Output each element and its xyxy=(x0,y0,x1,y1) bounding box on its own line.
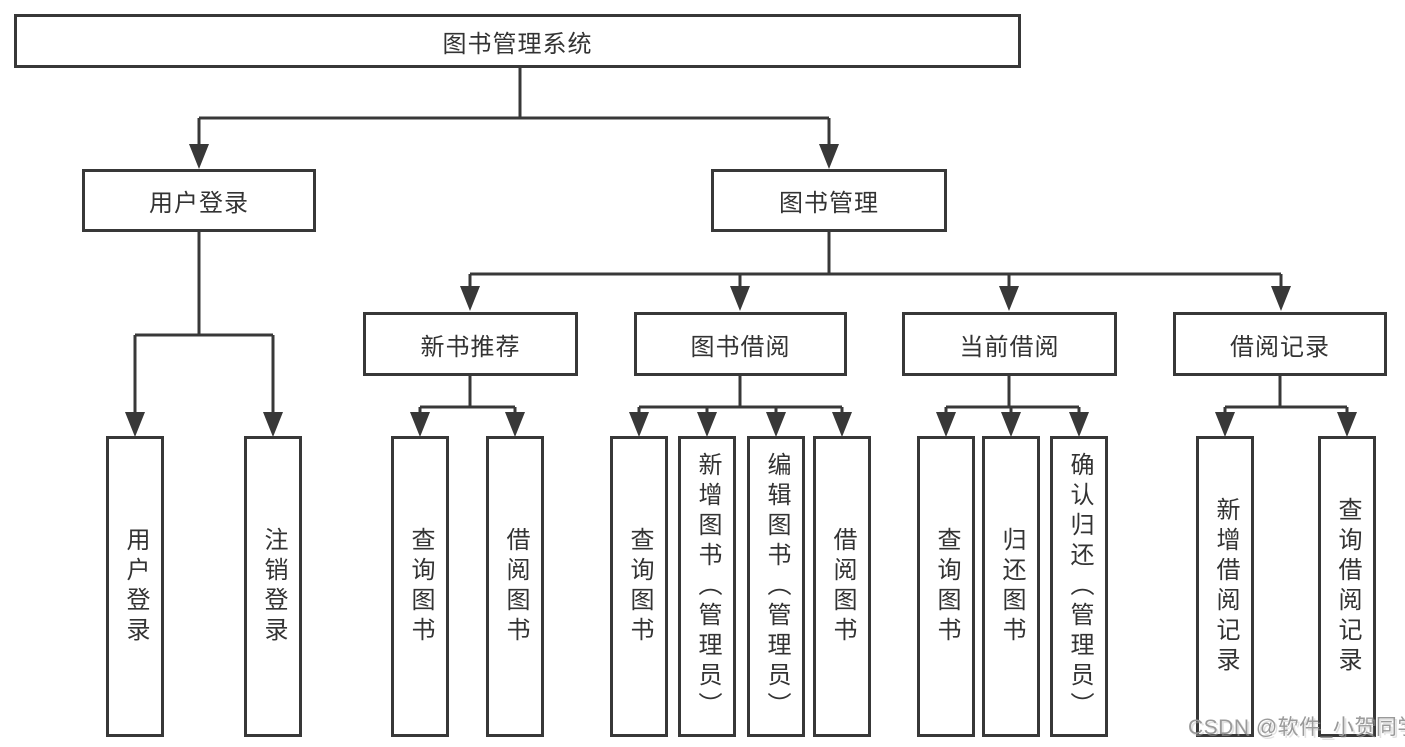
leaf-query-books-borrow: 查询图书 xyxy=(610,436,668,737)
leaf-query-borrow-record: 查询借阅记录 xyxy=(1318,436,1376,737)
node-borrow-records: 借阅记录 xyxy=(1173,312,1387,376)
connector-borrow-records-children xyxy=(1215,376,1357,437)
leaf-label: 查询图书 xyxy=(933,526,960,647)
node-root-system: 图书管理系统 xyxy=(14,14,1021,68)
arrowhead xyxy=(936,412,956,437)
node-book-borrow: 图书借阅 xyxy=(634,312,847,376)
leaf-label: 新增借阅记录 xyxy=(1212,496,1239,677)
leaf-query-books-current: 查询图书 xyxy=(917,436,975,737)
leaf-add-book-admin: 新增图书（管理员） xyxy=(678,436,736,737)
connector-new-book-recommend-children xyxy=(410,376,525,437)
leaf-label: 查询借阅记录 xyxy=(1334,496,1361,677)
arrowhead xyxy=(263,412,283,437)
leaf-return-books: 归还图书 xyxy=(982,436,1040,737)
leaf-label: 借阅图书 xyxy=(502,526,529,647)
arrowhead xyxy=(1337,412,1357,437)
arrowhead xyxy=(1001,412,1021,437)
arrowhead xyxy=(999,286,1019,311)
leaf-label: 用户登录 xyxy=(122,526,149,647)
leaf-label: 查询图书 xyxy=(407,526,434,647)
leaf-label: 借阅图书 xyxy=(829,526,856,647)
arrowhead xyxy=(1215,412,1235,437)
leaf-user-login: 用户登录 xyxy=(106,436,164,737)
csdn-watermark: CSDN @软件_小贺同学 xyxy=(1188,716,1405,739)
leaf-borrow-books-recommend: 借阅图书 xyxy=(486,436,544,737)
leaf-label: 确认归还（管理员） xyxy=(1066,451,1093,722)
node-new-book-recommend: 新书推荐 xyxy=(363,312,578,376)
connector-user-login-children xyxy=(125,232,283,437)
arrowhead xyxy=(189,144,209,169)
connector-current-borrow-children xyxy=(936,376,1089,437)
arrowhead xyxy=(819,144,839,169)
arrowhead xyxy=(460,286,480,311)
connector-root-to-level2 xyxy=(189,68,839,169)
arrowhead xyxy=(1271,286,1291,311)
connector-book-management-children xyxy=(460,232,1291,311)
arrowhead xyxy=(505,412,525,437)
leaf-query-books-recommend: 查询图书 xyxy=(391,436,449,737)
leaf-logout: 注销登录 xyxy=(244,436,302,737)
arrowhead xyxy=(1069,412,1089,437)
leaf-label: 查询图书 xyxy=(626,526,653,647)
node-book-management: 图书管理 xyxy=(711,169,947,232)
leaf-borrow-books-borrow: 借阅图书 xyxy=(813,436,871,737)
arrowhead xyxy=(629,412,649,437)
arrowhead xyxy=(766,412,786,437)
arrowhead xyxy=(410,412,430,437)
leaf-label: 编辑图书（管理员） xyxy=(763,451,790,722)
leaf-edit-book-admin: 编辑图书（管理员） xyxy=(747,436,805,737)
arrowhead xyxy=(730,286,750,311)
leaf-confirm-return-admin: 确认归还（管理员） xyxy=(1050,436,1108,737)
leaf-add-borrow-record: 新增借阅记录 xyxy=(1196,436,1254,737)
leaf-label: 注销登录 xyxy=(260,526,287,647)
arrowhead xyxy=(832,412,852,437)
leaf-label: 归还图书 xyxy=(998,526,1025,647)
connector-book-borrow-children xyxy=(629,376,852,437)
arrowhead xyxy=(125,412,145,437)
arrowhead xyxy=(697,412,717,437)
node-user-login: 用户登录 xyxy=(82,169,316,232)
node-current-borrow: 当前借阅 xyxy=(902,312,1117,376)
leaf-label: 新增图书（管理员） xyxy=(694,451,721,722)
